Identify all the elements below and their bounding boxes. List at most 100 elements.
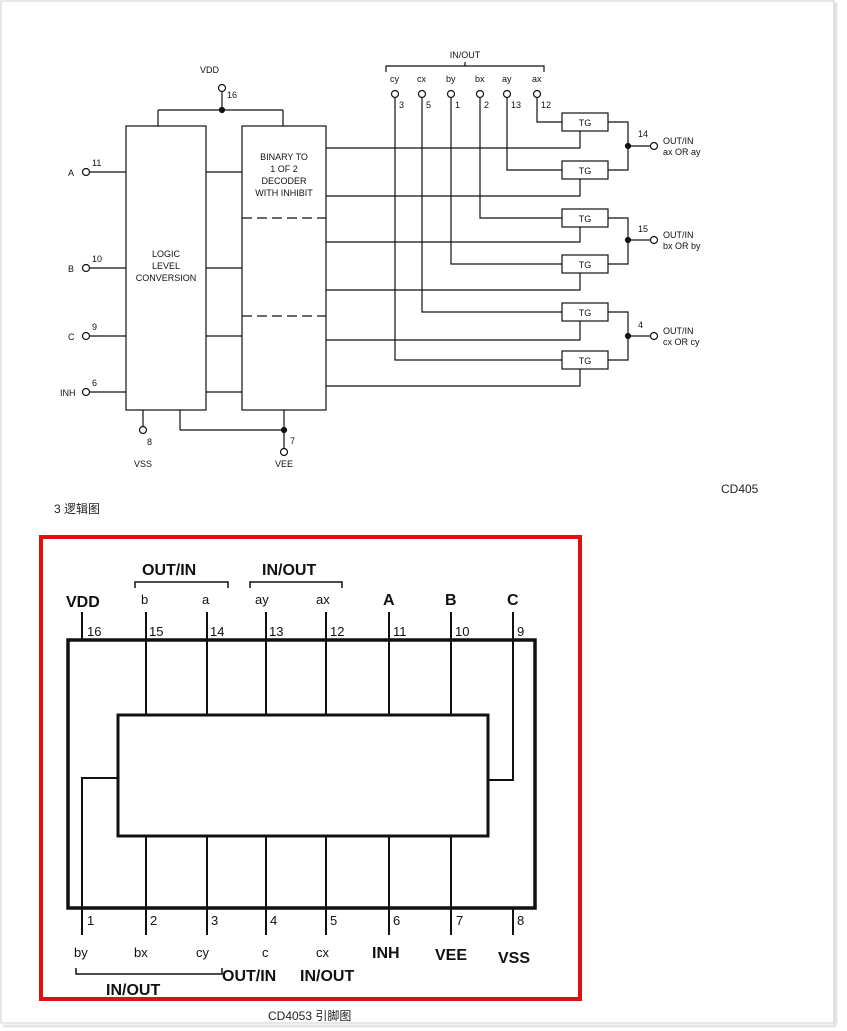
input-a-label: A [68,168,74,178]
tg-ay-label: TG [579,166,592,176]
input-inh-terminal [81,387,91,397]
tg-by-label: TG [579,260,592,270]
input-c-terminal [81,331,91,341]
logic-block-line-3: CONVERSION [136,273,197,283]
top-label-b: b [141,592,148,607]
input-b-terminal [81,263,91,273]
input-inh-label: INH [60,388,76,398]
ch-ay-pin: 13 [511,100,521,110]
bottom-num-5: 5 [330,913,337,928]
top-num-16: 16 [87,624,101,639]
top-num-10: 10 [455,624,469,639]
ic-package [66,638,537,910]
out-c-line2: cx OR cy [663,337,700,347]
ctrl-cx [326,321,581,341]
top-num-12: 12 [330,624,344,639]
group-in-out-bottom: IN/OUT [300,968,354,985]
ch-cx-pin: 5 [426,100,431,110]
vss-pin: 8 [147,437,152,447]
bottom-num-8: 8 [517,913,524,928]
ch-cx-name: cx [417,74,427,84]
pinout-highlight-box [39,535,582,1001]
pinout-caption: CD4053 引脚图 [268,1008,351,1023]
out-b-junction [624,236,632,244]
out-b-line1: OUT/IN [663,230,694,240]
ctrl-bx [326,227,581,243]
decoder-line-4: WITH INHIBIT [255,188,313,198]
decoder-line-2: 1 OF 2 [270,164,298,174]
inout-header: IN/OUT [450,50,481,60]
out-a-line1: OUT/IN [663,136,694,146]
vee-terminal [279,447,289,457]
vss-terminal [138,425,148,435]
page-frame [0,0,835,1024]
logic-block-line-1: LOGIC [152,249,181,259]
bottom-label-bx: bx [134,945,148,960]
wire-cy [394,98,562,361]
terminal-ax [532,89,542,99]
ch-ax-name: ax [532,74,542,84]
out-b-pin: 15 [638,224,648,234]
pinout-labels: OUT/IN IN/OUT VDD b a ay ax A B C 16 15 … [66,562,530,1023]
bottom-label-c: c [262,945,269,960]
vee-label: VEE [275,459,293,469]
bottom-num-1: 1 [87,913,94,928]
top-num-14: 14 [210,624,224,639]
terminal-ay [502,89,512,99]
input-c-pin: 9 [92,322,97,332]
out-a-line2: ax OR ay [663,147,701,157]
bottom-label-vss: VSS [498,950,530,967]
pinout-diagram [66,581,537,975]
bottom-num-7: 7 [456,913,463,928]
ch-cy-name: cy [390,74,400,84]
bottom-label-cy: cy [196,945,210,960]
ctrl-by [326,273,581,291]
bottom-num-2: 2 [150,913,157,928]
ic-inner-block [116,713,490,838]
ch-by-name: by [446,74,456,84]
top-label-a: a [202,592,210,607]
vdd-junction [218,106,226,114]
out-a-terminal [649,141,659,151]
pin-1 [81,777,118,935]
brace-in-out-bottom [75,968,223,975]
ctrl-ax [326,131,581,149]
top-label-vdd: VDD [66,594,100,611]
out-c-line1: OUT/IN [663,326,694,336]
bottom-label-vee: VEE [435,947,467,964]
ch-ay-name: ay [502,74,512,84]
vdd-label: VDD [200,65,220,75]
logic-caption: 3 逻辑图 [54,502,100,516]
bottom-num-3: 3 [211,913,218,928]
vdd-terminal [217,83,227,93]
terminal-by [446,89,456,99]
top-num-9: 9 [517,624,524,639]
terminal-cy [390,89,400,99]
bottom-label-cx: cx [316,945,330,960]
terminal-bx [475,89,485,99]
out-c-pin: 4 [638,320,643,330]
ch-cy-pin: 3 [399,100,404,110]
wire-cx [421,98,562,313]
group-in-out-bottom-left: IN/OUT [106,982,160,999]
ch-bx-pin: 2 [484,100,489,110]
bottom-num-4: 4 [270,913,277,928]
group-out-in-bottom: OUT/IN [222,968,276,985]
logic-block-line-2: LEVEL [152,261,180,271]
tg-bx-label: TG [579,214,592,224]
group-out-in-top: OUT/IN [142,562,196,579]
input-inh-pin: 6 [92,378,97,388]
input-b-pin: 10 [92,254,102,264]
tg-cx-label: TG [579,308,592,318]
logic-diagram [81,62,659,457]
ctrl-ay [326,179,581,197]
bottom-label-by: by [74,945,88,960]
top-num-15: 15 [149,624,163,639]
vss-label: VSS [134,459,152,469]
inout-brace [385,65,545,72]
out-b-terminal [649,235,659,245]
top-label-C: C [507,592,519,609]
input-b-label: B [68,264,74,274]
ch-by-pin: 1 [455,100,460,110]
